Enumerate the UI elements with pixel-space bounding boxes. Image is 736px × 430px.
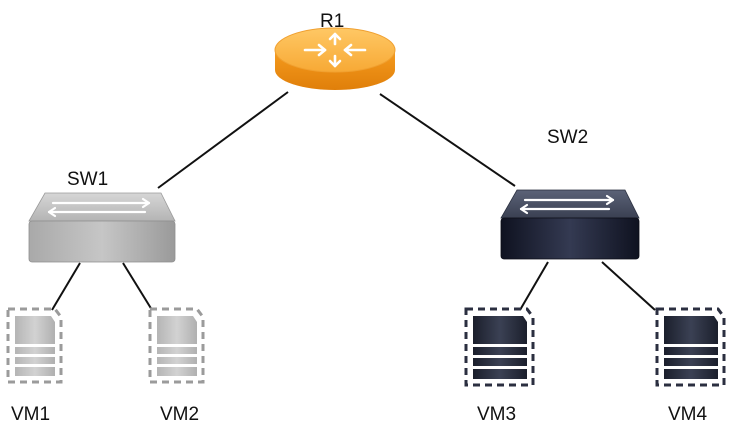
switch-icon	[28, 192, 176, 263]
link-r1-sw1	[157, 91, 289, 189]
node-label-sw2: SW2	[547, 127, 589, 148]
node-label-r1: R1	[320, 11, 345, 32]
router-r1	[274, 27, 396, 90]
node-label-sw1: SW1	[67, 169, 109, 190]
node-label-vm1: VM1	[11, 404, 51, 425]
server-icon	[655, 307, 726, 387]
link-sw1-vm2	[122, 262, 153, 311]
switch-sw1	[28, 192, 176, 263]
server-vm3	[464, 307, 535, 387]
server-icon	[6, 307, 63, 384]
node-label-vm4: VM4	[668, 404, 708, 425]
links	[51, 91, 656, 311]
server-vm2	[148, 307, 205, 384]
server-vm4	[655, 307, 726, 387]
server-icon	[148, 307, 205, 384]
switch-icon	[500, 189, 640, 260]
link-sw2-vm3	[519, 261, 549, 311]
switch-sw2	[500, 189, 640, 260]
server-vm1	[6, 307, 63, 384]
link-sw2-vm4	[601, 261, 656, 311]
link-sw1-vm1	[51, 262, 81, 311]
link-r1-sw2	[379, 93, 516, 187]
router-icon	[274, 27, 396, 90]
node-label-vm3: VM3	[477, 404, 517, 425]
server-icon	[464, 307, 535, 387]
node-label-vm2: VM2	[160, 404, 200, 425]
